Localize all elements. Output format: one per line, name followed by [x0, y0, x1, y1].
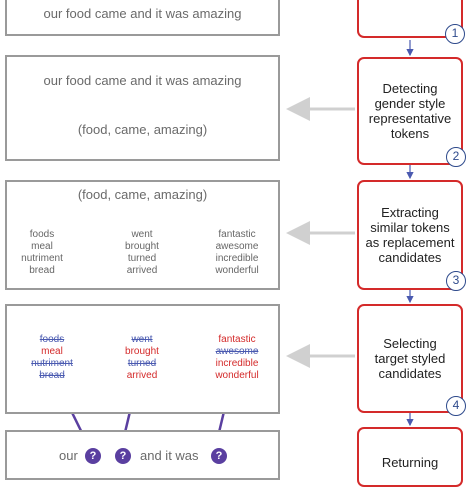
- selection-word: incredible: [215, 358, 259, 369]
- candidate-word: arrived: [126, 265, 158, 276]
- candidate-word: meal: [31, 241, 53, 252]
- step-box-5: Returning: [357, 427, 463, 487]
- box5-word-and-it-was: and it was: [140, 448, 199, 463]
- box3-column-food: foods meal nutriment bread: [17, 229, 67, 277]
- selection-word: meal: [41, 346, 63, 357]
- box2-tokens: (food, came, amazing): [77, 122, 208, 137]
- example-box-4: foods meal nutriment bread went brought …: [5, 304, 280, 414]
- box1-sentence: our food came and it was amazing: [43, 6, 242, 21]
- candidate-word: brought: [125, 241, 159, 252]
- example-box-5: our ? ? and it was ?: [5, 430, 280, 480]
- placeholder-token-1: ?: [85, 448, 101, 464]
- step-number-3: 3: [446, 271, 466, 291]
- box4-column-amazing: fantastic awesome incredible wonderful: [207, 334, 267, 382]
- selection-word: brought: [125, 346, 159, 357]
- step-label-2: Detecting gender style representative to…: [368, 81, 452, 141]
- box4-column-came: went brought turned arrived: [117, 334, 167, 382]
- example-box-2: our food came and it was amazing (food, …: [5, 55, 280, 161]
- candidate-word: awesome: [215, 241, 259, 252]
- candidate-word: turned: [127, 253, 157, 264]
- candidate-word: foods: [29, 229, 55, 240]
- placeholder-token-2: ?: [115, 448, 131, 464]
- candidate-word: went: [131, 229, 153, 240]
- box3-column-came: went brought turned arrived: [117, 229, 167, 277]
- step-number-1: 1: [445, 24, 465, 44]
- selection-word: arrived: [126, 370, 158, 381]
- step-box-3: Extracting similar tokens as replacement…: [357, 180, 463, 290]
- candidate-word: incredible: [215, 253, 259, 264]
- selection-word: wonderful: [215, 370, 259, 381]
- box4-column-food: foods meal nutriment bread: [27, 334, 77, 382]
- example-box-1: our food came and it was amazing: [5, 0, 280, 36]
- candidate-word: fantastic: [218, 229, 256, 240]
- candidate-word: wonderful: [215, 265, 259, 276]
- step-label-5: Returning: [381, 455, 439, 470]
- box2-sentence: our food came and it was amazing: [43, 73, 242, 88]
- step-label-3: Extracting similar tokens as replacement…: [365, 205, 455, 265]
- selection-word: turned: [127, 358, 157, 369]
- selection-word: nutriment: [31, 358, 73, 369]
- candidate-word: bread: [29, 265, 55, 276]
- box5-word-our: our: [59, 448, 78, 463]
- selection-word: fantastic: [218, 334, 256, 345]
- step-box-2: Detecting gender style representative to…: [357, 57, 463, 165]
- box3-column-amazing: fantastic awesome incredible wonderful: [207, 229, 267, 277]
- example-box-3: (food, came, amazing) foods meal nutrime…: [5, 180, 280, 290]
- box3-tokens: (food, came, amazing): [77, 187, 208, 202]
- step-number-2: 2: [446, 147, 466, 167]
- step-label-4: Selecting target styled candidates: [374, 336, 446, 381]
- selection-word: bread: [39, 370, 65, 381]
- candidate-word: nutriment: [21, 253, 63, 264]
- selection-word: awesome: [215, 346, 259, 357]
- selection-word: foods: [39, 334, 65, 345]
- step-number-4: 4: [446, 396, 466, 416]
- selection-word: went: [131, 334, 153, 345]
- placeholder-token-3: ?: [211, 448, 227, 464]
- step-box-4: Selecting target styled candidates: [357, 304, 463, 413]
